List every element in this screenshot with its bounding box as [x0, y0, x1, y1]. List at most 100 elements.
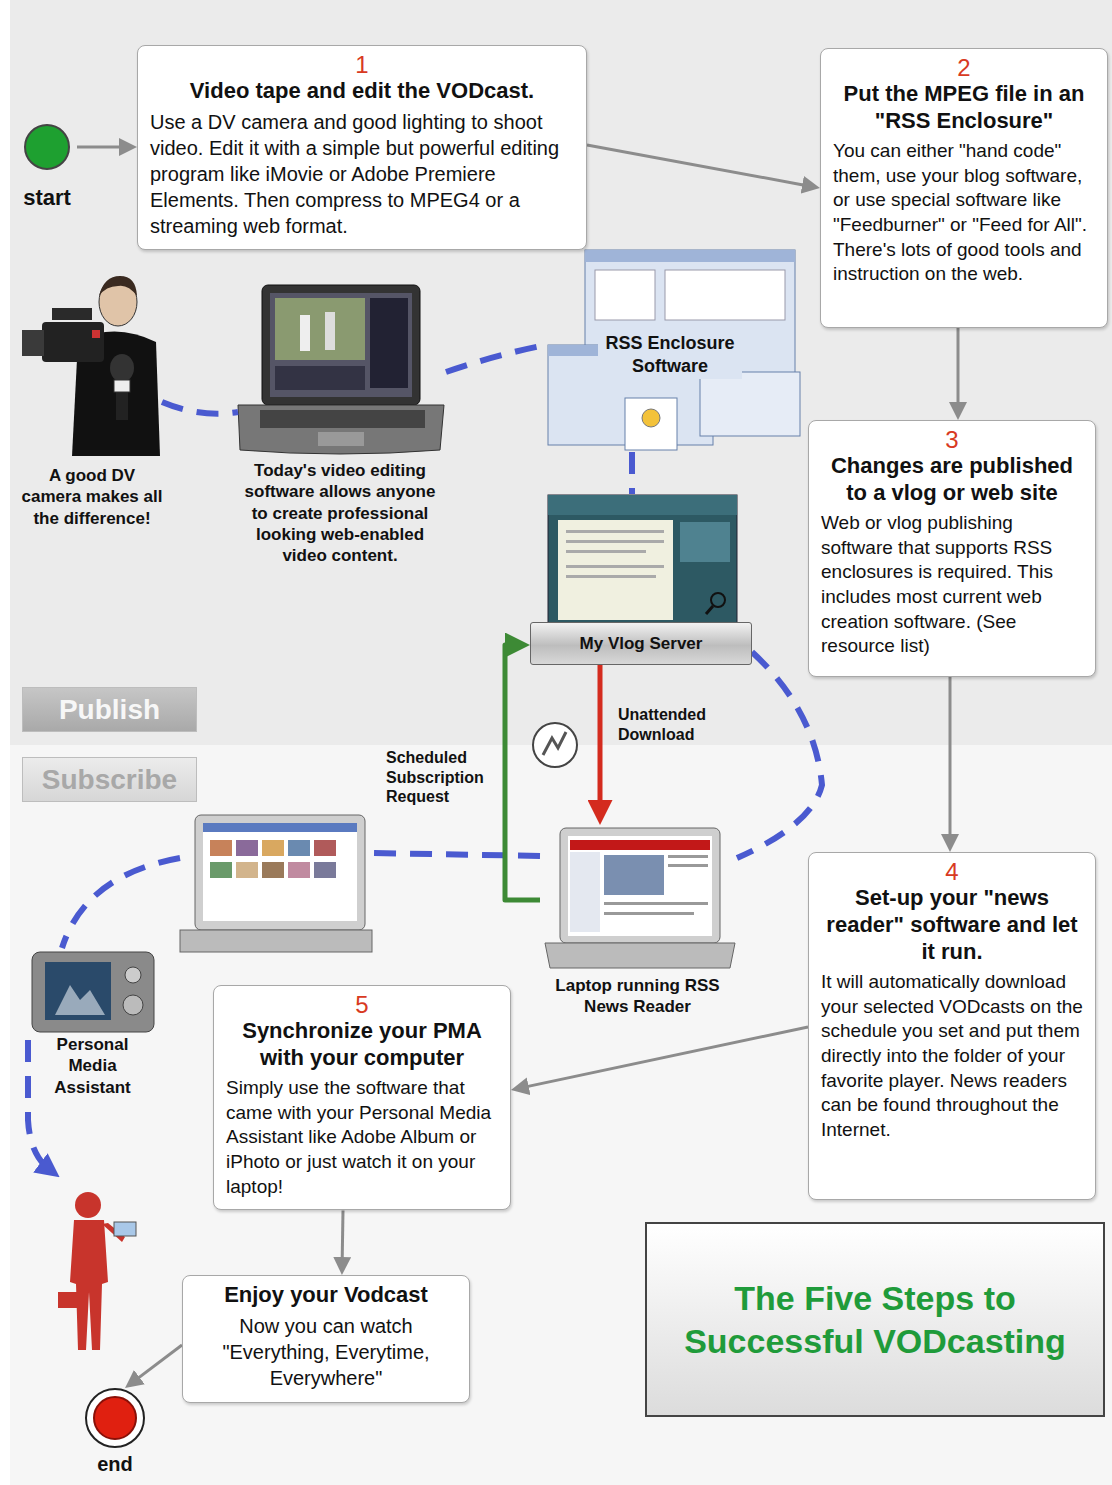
step-box: 3Changes are published to a vlog or web …: [808, 420, 1096, 677]
start-circle: [25, 125, 69, 169]
laptop-base: [545, 943, 735, 968]
caption-text: Laptop running RSS News Reader: [540, 975, 735, 1018]
caption-text: start: [17, 184, 77, 212]
caption-label: A good DV camera makes all the differenc…: [20, 465, 164, 529]
text-line: [566, 550, 646, 553]
thumbnail: [288, 840, 310, 856]
window: [700, 372, 800, 436]
callout-number: 1: [150, 52, 574, 78]
briefcase: [58, 1292, 80, 1308]
device-screen: [45, 962, 111, 1020]
laptop-base: [238, 405, 444, 454]
flow-arrow: [77, 146, 128, 149]
laptop-bezel: [560, 828, 720, 943]
flow-arrow: [587, 145, 811, 186]
thumbnail: [314, 862, 336, 878]
viewer-silhouette: [58, 1192, 136, 1350]
thumbnail: [236, 862, 258, 878]
text-line: [566, 540, 664, 543]
flow-arrow: [505, 645, 540, 900]
text-line: [668, 864, 708, 867]
icon-circle: [533, 723, 577, 767]
step-box: 4Set-up your "news reader" software and …: [808, 852, 1096, 1200]
edge-label: Unattended Download: [618, 705, 718, 744]
caption-label: Personal Media Assistant: [40, 1034, 145, 1098]
dashed-line: [446, 345, 546, 372]
server-label: My Vlog Server: [580, 634, 703, 654]
step-text: You can either "hand code" them, use you…: [833, 139, 1095, 287]
form-pane: [665, 270, 785, 320]
camera-lens: [22, 330, 44, 356]
step-heading: Changes are published to a vlog or web s…: [821, 453, 1083, 507]
editing-laptop: [238, 285, 444, 454]
flow-arrow: [341, 1211, 345, 1267]
dashed-line: [162, 402, 238, 414]
mic-head: [110, 354, 134, 382]
clip-panel: [370, 298, 408, 388]
news-header: [570, 840, 710, 850]
laptop-base: [180, 930, 372, 952]
dashed-line: [62, 858, 180, 948]
end-note-box: Enjoy your VodcastNow you can watch "Eve…: [182, 1275, 470, 1403]
step-text: It will automatically download your sele…: [821, 970, 1083, 1143]
timeline: [275, 366, 365, 390]
video-frame: [275, 298, 365, 360]
text-line: [566, 575, 656, 578]
title-box: The Five Steps to Successful VODcasting: [645, 1222, 1105, 1417]
handheld-device: [114, 1222, 136, 1236]
dashed-line: [737, 652, 822, 858]
caption-label: Today's video editing software allows an…: [235, 460, 445, 566]
blog-screenshot: [548, 495, 737, 623]
blog-page: [548, 495, 737, 623]
blog-content: [558, 520, 673, 620]
player-figure: [325, 312, 335, 350]
tab-label: Subscribe: [42, 764, 177, 796]
laptop-screen: [203, 823, 357, 921]
laptop-bezel: [262, 285, 420, 405]
text-line: [566, 530, 664, 533]
screen-image: [55, 985, 105, 1015]
thumbnail: [262, 840, 284, 856]
step-heading: Enjoy your Vodcast: [195, 1282, 457, 1309]
thumbnail: [210, 840, 232, 856]
step-heading: Video tape and edit the VODcast.: [150, 78, 574, 105]
end-terminal: end: [80, 1388, 150, 1483]
flow-arrow: [598, 665, 603, 813]
keyboard: [260, 410, 425, 428]
callout-number: 5: [226, 992, 498, 1018]
section-tab: Publish: [22, 687, 197, 732]
caption-text: end: [80, 1452, 150, 1477]
thumbnail: [314, 840, 336, 856]
server-rack: My Vlog Server: [530, 622, 752, 665]
text-line: [604, 912, 694, 915]
device-button: [125, 967, 141, 983]
blog-sidebar: [680, 522, 730, 562]
trackpad: [318, 432, 364, 446]
reader-laptop: [545, 828, 735, 968]
head: [75, 1192, 101, 1218]
flow-arrow: [132, 1345, 182, 1383]
feed-list: [570, 852, 600, 932]
camera-handle: [52, 308, 92, 320]
browser-bar: [203, 823, 357, 832]
step-text: Simply use the software that came with y…: [226, 1076, 498, 1199]
media-player-device: [32, 952, 154, 1032]
dialog: [625, 398, 677, 450]
terminal-shape: [80, 1388, 150, 1450]
callout-number: 2: [833, 55, 1095, 81]
flow-arrow: [949, 677, 952, 843]
news-photo: [604, 855, 664, 895]
thumbnail: [210, 862, 232, 878]
step-heading: Put the MPEG file in an "RSS Enclosure": [833, 81, 1095, 135]
diagram-title: The Five Steps to Successful VODcasting: [657, 1277, 1093, 1362]
step-text: Web or vlog publishing software that sup…: [821, 511, 1083, 659]
thumbnail: [288, 862, 310, 878]
magnifier: [711, 593, 725, 607]
body: [70, 1220, 108, 1350]
start-terminal: start: [17, 122, 77, 212]
cameraman-figure: [22, 276, 160, 456]
device-body: [32, 952, 154, 1032]
step-box: 1Video tape and edit the VODcast.Use a D…: [137, 45, 587, 250]
icon-signal: [543, 732, 566, 755]
